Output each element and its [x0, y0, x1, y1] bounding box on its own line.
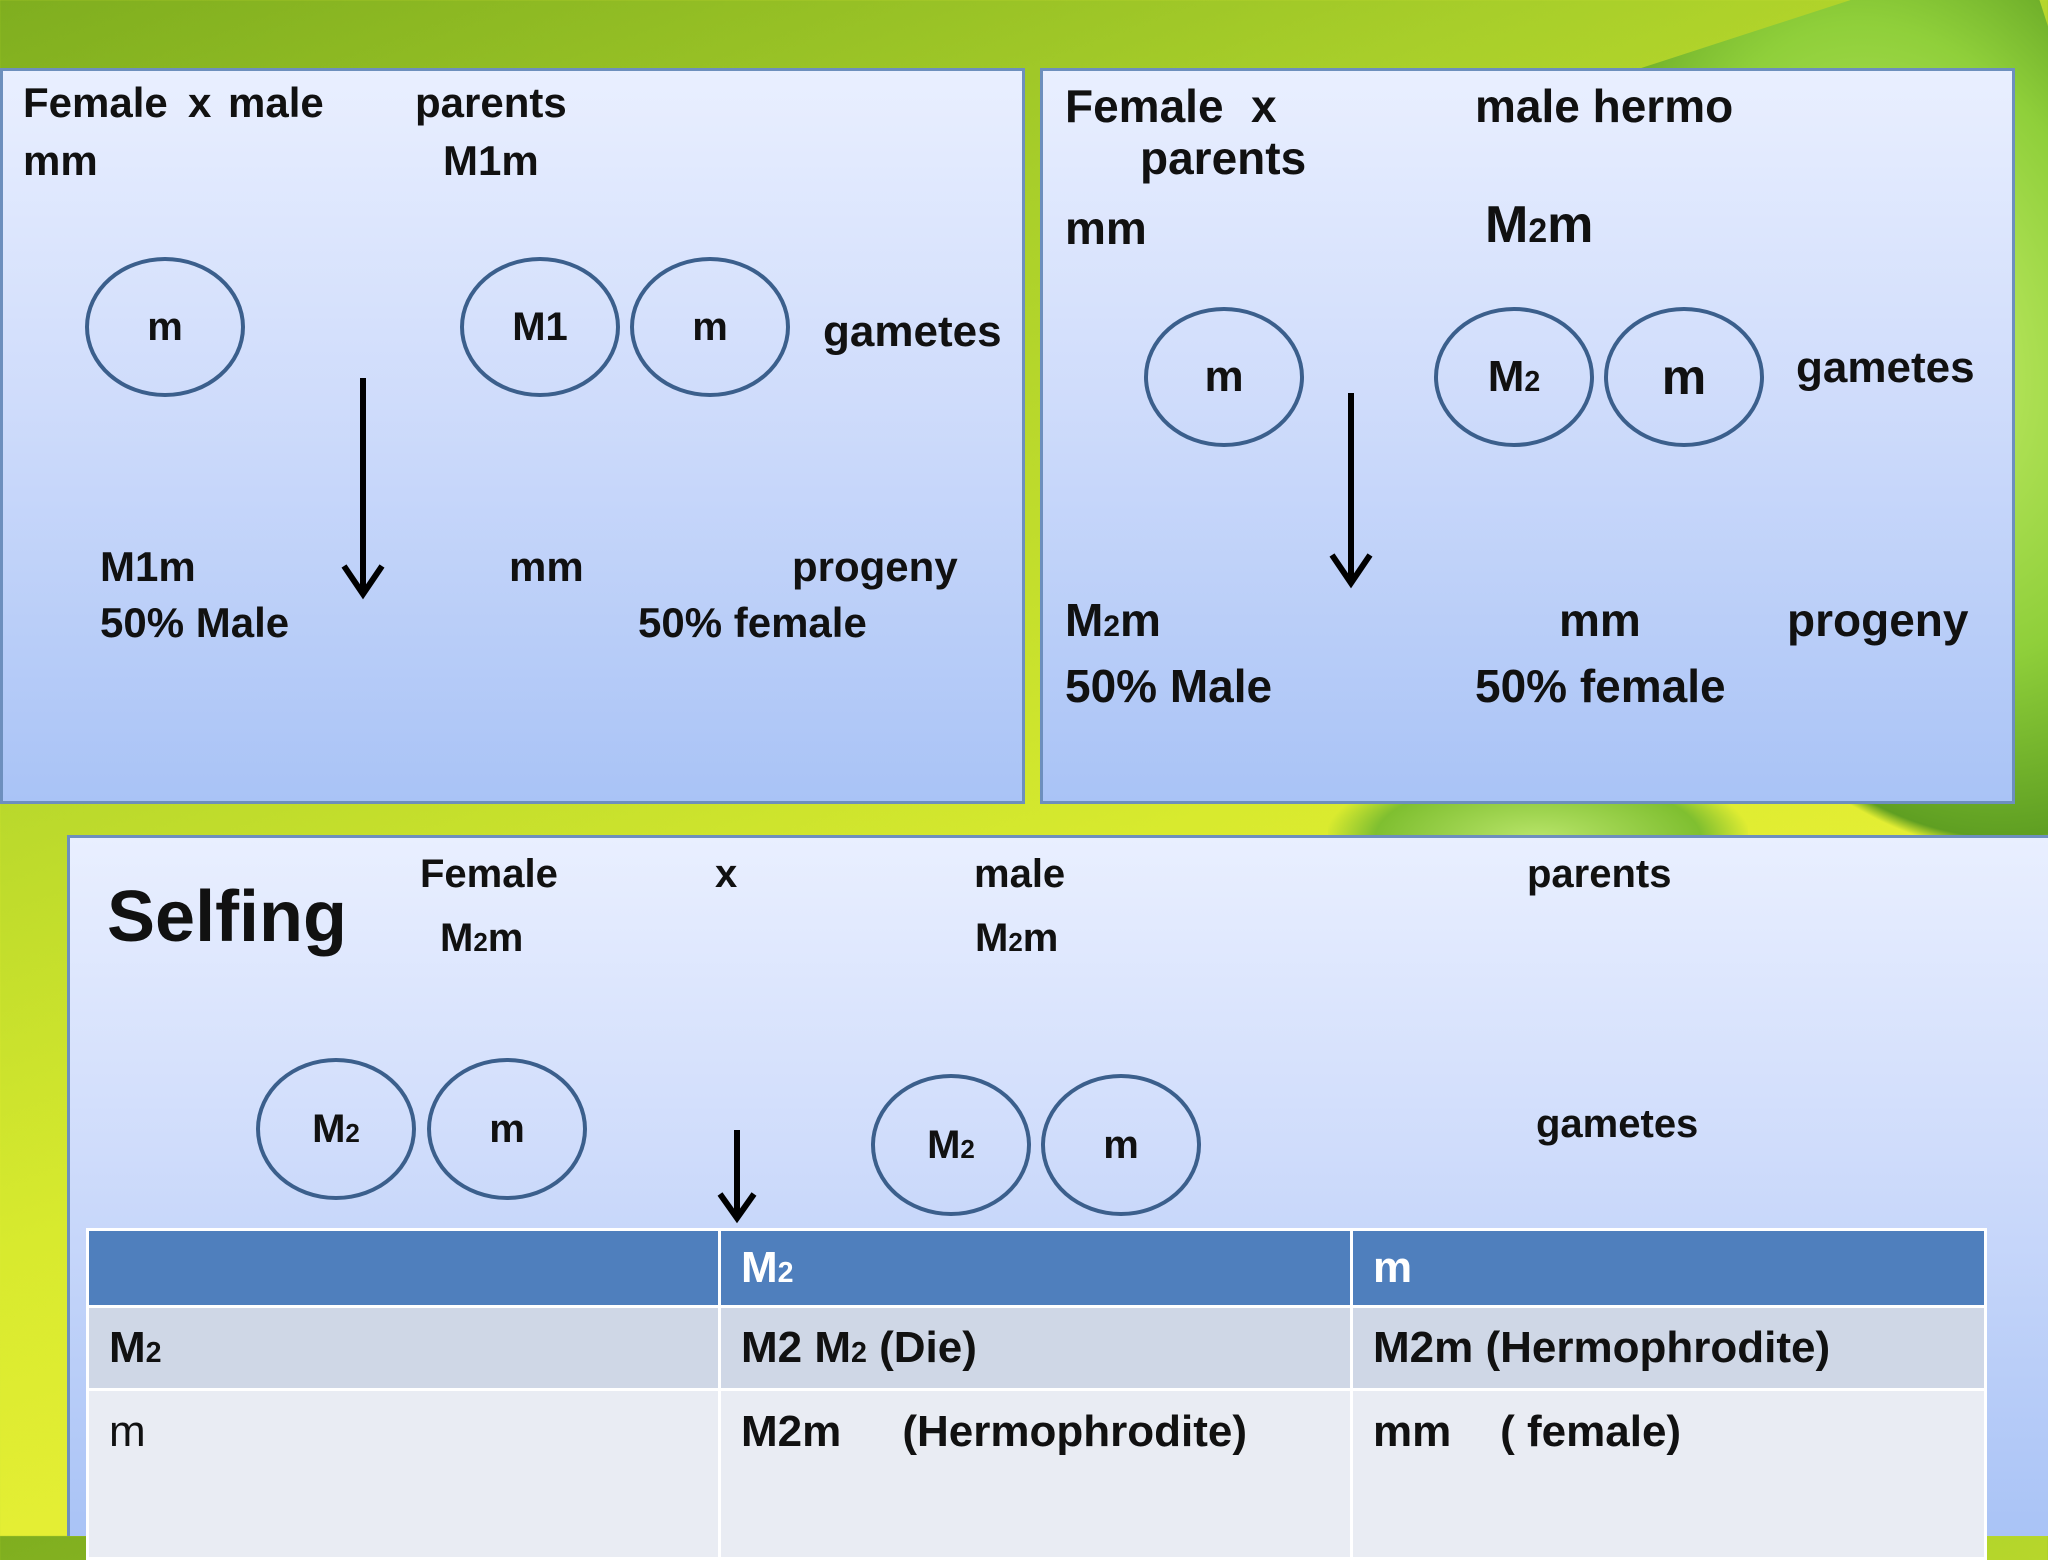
male-genotype: M1m — [443, 137, 539, 184]
male-label: male — [974, 852, 1066, 896]
gamete-male-m1: M1 — [460, 257, 620, 397]
parents-label: parents — [1140, 132, 1307, 184]
female-label: Female — [1065, 80, 1224, 132]
male-label: male hermo — [1475, 80, 1734, 132]
progeny-1-label: 50% Male — [100, 599, 290, 646]
table-header-row: M2 m — [86, 1228, 1987, 1308]
cross-x: x — [715, 852, 738, 896]
male-genotype: M2m — [1485, 196, 1594, 254]
table-row: m M2m (Hermophrodite) mm ( female) — [86, 1388, 1987, 1560]
gamete-female-m2: M2 — [256, 1058, 416, 1200]
row-label-m2: M2 — [86, 1305, 721, 1391]
gametes-label: gametes — [823, 307, 1002, 356]
table-header-m: m — [1350, 1228, 1987, 1308]
cross-x: x — [188, 79, 212, 126]
progeny-1-genotype: M2m — [1065, 594, 1161, 646]
female-label: Female — [23, 79, 168, 126]
cross-arrow — [341, 378, 385, 600]
female-genotype: mm — [1065, 202, 1147, 254]
female-genotype: mm — [23, 137, 98, 184]
progeny-2-genotype: mm — [1559, 594, 1641, 646]
parents-label: parents — [1527, 852, 1672, 896]
cell-m-m2: M2m (Hermophrodite) — [718, 1388, 1353, 1560]
progeny-2-label: 50% female — [1475, 660, 1726, 712]
gamete-female-m: m — [1144, 307, 1304, 447]
gamete-female-m: m — [427, 1058, 587, 1200]
male-label: male — [228, 79, 324, 126]
cell-m2-m2: M2 M2 (Die) — [718, 1305, 1353, 1391]
gamete-male-m: m — [1041, 1074, 1201, 1216]
gamete-male-m2: M2 — [1434, 307, 1594, 447]
gamete-male-m2: M2 — [871, 1074, 1031, 1216]
selfing-panel: Selfing Female x male parents M2m M2m M2… — [67, 835, 2048, 1560]
cross-panel-m2: Female x male hermo parents mm M2m m M2 … — [1040, 68, 2015, 804]
cross-arrow — [1329, 393, 1373, 589]
progeny-label: progeny — [1787, 594, 1969, 646]
gametes-label: gametes — [1536, 1102, 1699, 1146]
progeny-2-label: 50% female — [638, 599, 867, 646]
gametes-label: gametes — [1796, 343, 1975, 392]
selfing-title: Selfing — [107, 877, 348, 957]
cell-m-m: mm ( female) — [1350, 1388, 1987, 1560]
gamete-male-m: m — [1604, 307, 1764, 447]
female-label: Female — [420, 852, 558, 896]
progeny-2-genotype: mm — [509, 543, 584, 590]
cross-panel-m1: Female x male parents mm M1m m M1 m game… — [0, 68, 1025, 804]
progeny-1-label: 50% Male — [1065, 660, 1273, 712]
row-label-m: m — [86, 1388, 721, 1560]
progeny-1-genotype: M1m — [100, 543, 196, 590]
table-header-m2: M2 — [718, 1228, 1353, 1308]
progeny-label: progeny — [792, 543, 958, 590]
gamete-male-m: m — [630, 257, 790, 397]
parents-label: parents — [415, 79, 567, 126]
gamete-female-m: m — [85, 257, 245, 397]
cell-m2-m: M2m (Hermophrodite) — [1350, 1305, 1987, 1391]
cross-arrow — [717, 1130, 757, 1224]
punnett-square: M2 m M2 M2 M2 (Die) M2m (Hermophrodite) … — [86, 1228, 1987, 1560]
table-row: M2 M2 M2 (Die) M2m (Hermophrodite) — [86, 1305, 1987, 1391]
male-genotype: M2m — [975, 916, 1059, 960]
cross-x: x — [1251, 80, 1277, 132]
female-genotype: M2m — [440, 916, 524, 960]
table-corner-cell — [86, 1228, 721, 1308]
